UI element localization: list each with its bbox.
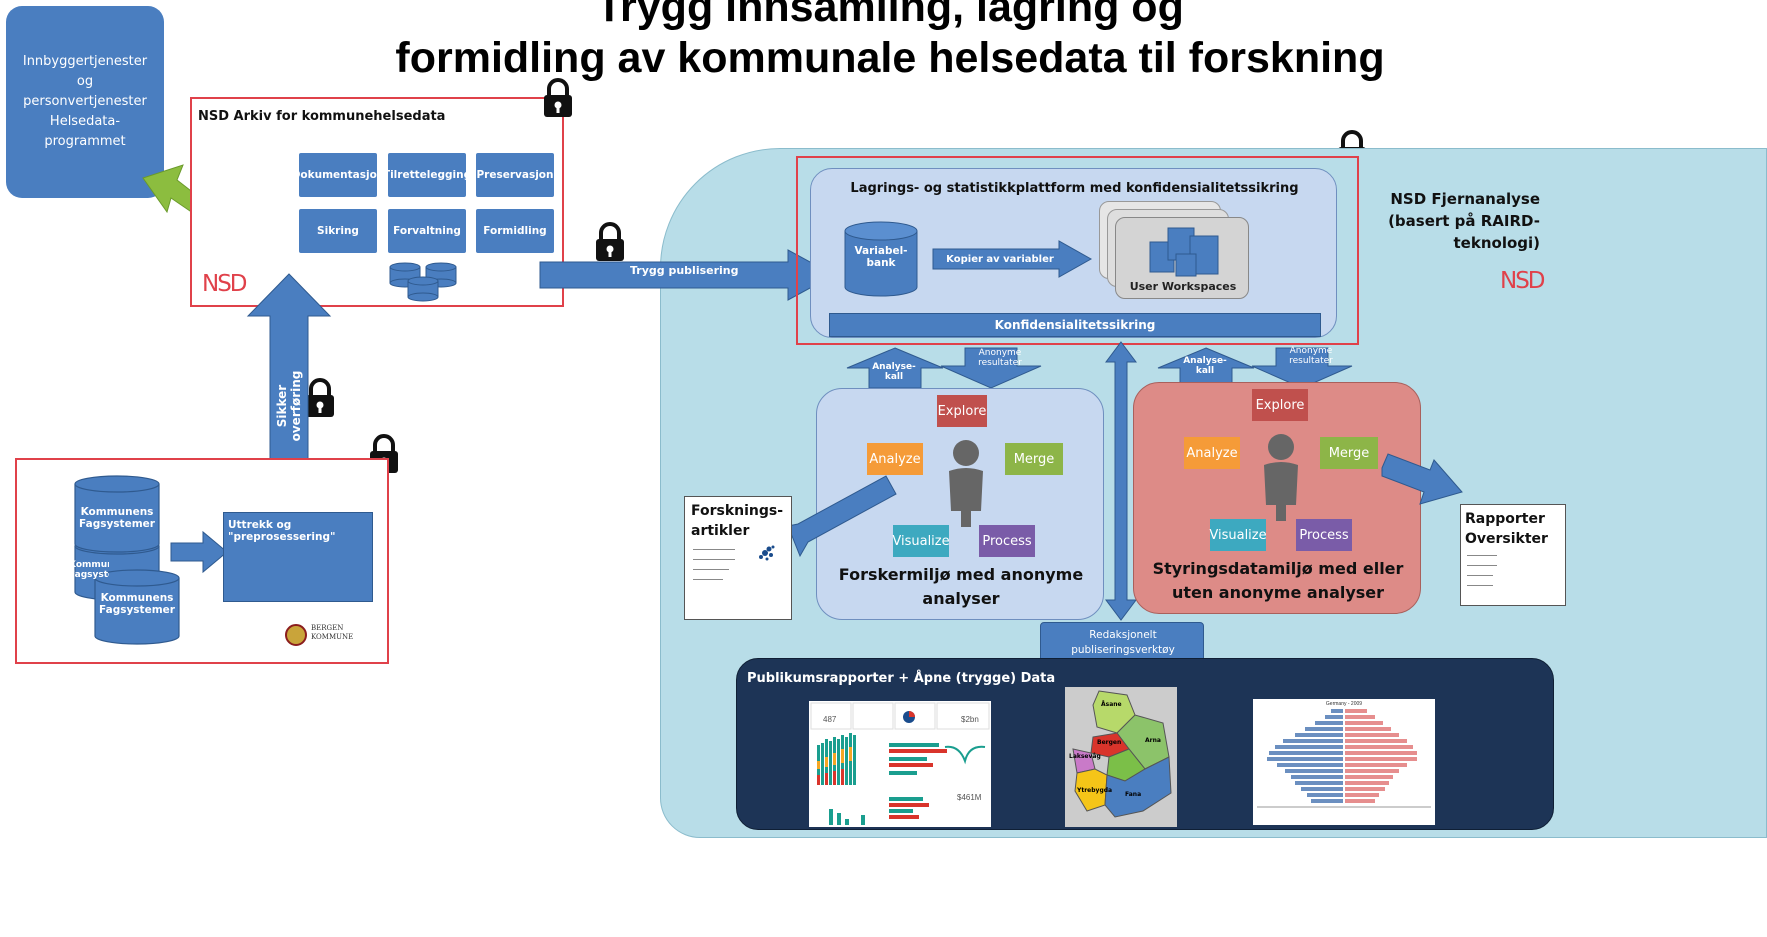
lock-icon xyxy=(306,378,334,417)
municipality-frame: Kommunens Fagsystemer Kommunens Fagsyste… xyxy=(15,458,389,664)
remote-analysis-title: NSD Fjernanalyse (basert på RAIRD- tekno… xyxy=(1388,190,1540,252)
bergen-kommune-text: BERGEN KOMMUNE xyxy=(311,624,354,641)
variable-bank-cylinder xyxy=(844,221,918,297)
bergen-map-thumbnail: Åsane Bergen Laksevåg Ytrebygda Fana Arn… xyxy=(1065,687,1177,827)
fagsystem-label-3: Kommunens Fagsystemer xyxy=(99,592,175,616)
extract-preprocess-box: Uttrekk og "preprosessering" xyxy=(223,512,373,602)
nsd-logo-remote: NSD xyxy=(1500,268,1545,294)
right-exchange-arrows xyxy=(1157,347,1353,389)
user-workspaces-label: User Workspaces xyxy=(1129,280,1237,293)
citizen-services-box: Innbyggertjenester og personvertjenester… xyxy=(6,6,164,198)
public-reports-title: Publikumsrapporter + Åpne (trygge) Data xyxy=(747,671,1056,686)
research-environment-panel: Explore Merge Process Visualize Analyze … xyxy=(816,388,1104,620)
visualize-step: Visualize xyxy=(1209,519,1267,551)
left-exchange-arrows xyxy=(846,347,1042,389)
extract-arrow xyxy=(170,530,228,574)
map-label-ytrebygda: Ytrebygda xyxy=(1077,787,1113,794)
citizen-line-5: programmet xyxy=(44,134,126,149)
variable-bank-label: Variabel- bank xyxy=(854,245,908,269)
map-label-bergen: Bergen xyxy=(1097,739,1122,746)
merge-step: Merge xyxy=(1320,437,1378,469)
user-workspaces-card: User Workspaces xyxy=(1115,217,1249,299)
lock-icon xyxy=(596,222,624,261)
analysis-call-label-left: Analyse- kall xyxy=(872,362,916,382)
bergen-kommune-logo: BERGEN KOMMUNE xyxy=(285,622,365,650)
secure-transfer-label: Sikker overføring xyxy=(275,370,303,442)
anonymous-results-label-left: Anonyme resultater xyxy=(978,348,1022,368)
pyramid-bars xyxy=(1257,709,1431,808)
pyramid-title: Germany - 2009 xyxy=(1325,701,1363,707)
process-step: Process xyxy=(979,525,1035,557)
lock-icon xyxy=(544,78,572,117)
research-articles-label: Forsknings- artikler xyxy=(691,503,784,539)
fagsystem-label-2: Kommunens Fagsystemer xyxy=(69,560,109,580)
reports-label: Rapporter Oversikter xyxy=(1465,511,1548,547)
merge-step: Merge xyxy=(1005,443,1063,475)
research-articles-document: Forsknings- artikler xyxy=(684,496,792,620)
editorial-tool-label: Redaksjonelt publiseringsverktøy xyxy=(1071,629,1175,656)
bergen-seal-icon xyxy=(285,624,307,646)
dashboard-kpi-2: $2bn xyxy=(961,715,979,724)
citizen-line-1: Innbyggertjenester xyxy=(22,54,148,69)
platform-red-frame xyxy=(796,156,1359,345)
platform-title: Lagrings- og statistikkplattform med kon… xyxy=(850,181,1299,196)
population-pyramid-thumbnail: Germany - 2009 xyxy=(1253,699,1435,825)
title-line-2: formidling av kommunale helsedata til fo… xyxy=(395,34,1385,82)
copy-variables-arrow xyxy=(932,240,1093,278)
researcher-person-icon xyxy=(949,440,983,527)
editorial-publishing-tool: Redaksjonelt publiseringsverktøy xyxy=(1040,622,1204,664)
dashboard-thumbnail: 487 $2bn $461M xyxy=(809,701,991,827)
citizen-line-3: personvertjenester xyxy=(23,94,147,109)
nsd-logo-archive: NSD xyxy=(202,271,247,297)
research-output-arrow xyxy=(787,475,897,558)
archive-function-preservasjon: Preservasjon xyxy=(476,153,554,197)
statistics-platform-panel: Lagrings- og statistikkplattform med kon… xyxy=(810,168,1337,338)
archive-function-tilrettelegging: Tilrettelegging xyxy=(383,153,471,197)
extract-preprocess-label: Uttrekk og "preprosessering" xyxy=(228,519,336,543)
confidentiality-bar: Konfidensialitetssikring xyxy=(829,313,1321,337)
map-label-asane: Åsane xyxy=(1101,701,1122,708)
public-reports-panel: Publikumsrapporter + Åpne (trygge) Data … xyxy=(736,658,1554,830)
governance-environment-panel: Explore Merge Process Visualize Analyze … xyxy=(1133,382,1421,614)
map-label-laksevag: Laksevåg xyxy=(1069,753,1101,760)
reports-document: Rapporter Oversikter xyxy=(1460,504,1566,606)
explore-step: Explore xyxy=(937,395,987,427)
explore-step: Explore xyxy=(1252,389,1308,421)
analyst-person-icon xyxy=(1264,434,1298,521)
analyze-step: Analyze xyxy=(867,443,923,475)
title-line-1: Trygg innsamling, lagring og xyxy=(596,0,1184,31)
analysis-call-label-right: Analyse- kall xyxy=(1183,356,1227,376)
map-label-arna: Arna xyxy=(1145,737,1161,744)
archive-storage-icon xyxy=(389,262,457,302)
archive-function-formidling: Formidling xyxy=(476,209,554,253)
research-environment-label: Forskermiljø med anonyme analyser xyxy=(838,565,1084,608)
dashboard-kpi-1: 487 xyxy=(823,715,837,724)
anonymous-results-label-right: Anonyme resultater xyxy=(1289,346,1333,366)
visualize-step: Visualize xyxy=(892,525,950,557)
fagsystem-databases xyxy=(74,475,180,645)
fagsystem-label-1: Kommunens Fagsystemer xyxy=(79,506,155,530)
archive-function-dokumentasjon: Dokumentasjon xyxy=(292,153,384,197)
archive-function-forvaltning: Forvaltning xyxy=(388,209,466,253)
copy-variables-label: Kopier av variabler xyxy=(946,254,1054,265)
dashboard-kpi-3: $461M xyxy=(957,793,982,802)
safe-publishing-label: Trygg publisering xyxy=(630,264,739,277)
diagram-title: Trygg innsamling, lagring og formidling … xyxy=(200,0,1580,84)
citizen-line-2: og xyxy=(76,74,94,89)
citizen-line-4: Helsedata- xyxy=(49,114,121,129)
process-step: Process xyxy=(1296,519,1352,551)
map-label-fana: Fana xyxy=(1125,791,1142,798)
report-output-arrow xyxy=(1381,453,1463,505)
dashboard-chart-thumbnails xyxy=(810,702,990,825)
nsd-archive-frame: NSD Arkiv for kommunehelsedata Dokumenta… xyxy=(190,97,564,307)
district-map-graphic xyxy=(1072,690,1172,818)
analyze-step: Analyze xyxy=(1184,437,1240,469)
nsd-archive-title: NSD Arkiv for kommunehelsedata xyxy=(198,109,446,124)
vertical-bidirectional-arrow xyxy=(1105,341,1137,621)
workspace-blocks-icon xyxy=(1149,227,1219,277)
governance-environment-label: Styringsdatamiljø med eller uten anonyme… xyxy=(1152,559,1404,602)
scatter-thumbnail-icon xyxy=(759,545,775,561)
archive-function-sikring: Sikring xyxy=(299,209,377,253)
